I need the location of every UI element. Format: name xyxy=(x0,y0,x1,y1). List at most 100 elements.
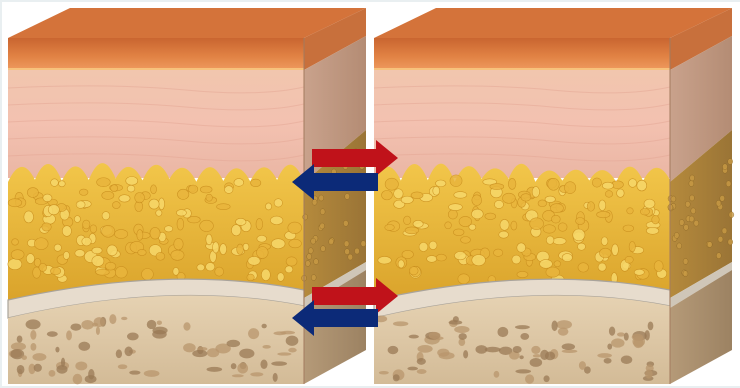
bone-trabecula xyxy=(26,319,41,329)
side-fat-cell xyxy=(308,248,313,254)
fat-cell xyxy=(485,213,496,220)
bone-trabecula xyxy=(96,327,100,335)
fat-cell xyxy=(433,186,440,195)
fat-cell xyxy=(644,199,655,208)
bone-trabecula xyxy=(237,363,248,374)
bone-trabecula xyxy=(17,365,25,374)
fat-cell xyxy=(402,250,413,258)
fat-cell xyxy=(206,194,213,201)
bone-trabecula xyxy=(543,375,549,382)
fat-cell xyxy=(617,189,625,197)
side-fat-cell xyxy=(343,220,348,226)
fat-cell xyxy=(629,179,637,188)
bone-trabecula xyxy=(617,332,625,336)
fat-cell xyxy=(156,252,165,260)
bone-trabecula xyxy=(449,320,463,324)
fat-cell xyxy=(39,263,47,271)
fat-cell xyxy=(74,216,80,223)
fat-cell xyxy=(265,203,271,210)
fat-cell xyxy=(578,263,589,272)
bone-trabecula xyxy=(407,367,418,371)
bone-trabecula xyxy=(127,332,139,340)
fat-cell xyxy=(382,190,393,200)
bone-trabecula xyxy=(579,361,586,370)
side-fat-cell xyxy=(354,248,359,254)
fat-cell xyxy=(654,261,663,272)
fat-cell xyxy=(177,189,188,199)
fat-cell xyxy=(171,250,184,260)
fat-cell xyxy=(206,263,215,271)
fat-cell xyxy=(151,185,157,194)
bone-trabecula xyxy=(34,364,42,372)
side-fat-cell xyxy=(307,254,312,260)
side-fat-cell xyxy=(720,195,725,201)
fat-cell xyxy=(403,216,410,225)
fat-cell xyxy=(546,236,554,244)
bone-trabecula xyxy=(17,335,23,342)
bone-trabecula xyxy=(183,322,190,331)
fat-cell xyxy=(96,269,110,275)
fat-cell xyxy=(405,227,419,234)
side-fat-cell xyxy=(728,159,733,165)
fat-cell xyxy=(231,225,241,236)
side-fat-cell xyxy=(345,249,350,255)
side-fat-cell xyxy=(671,196,676,202)
bone-trabecula xyxy=(32,353,46,361)
bone-trabecula xyxy=(78,342,90,351)
side-fat-cell xyxy=(345,193,350,199)
fat-cell xyxy=(83,220,90,229)
epidermis-layer xyxy=(8,38,304,70)
fat-cell xyxy=(92,247,102,254)
fat-cell xyxy=(63,251,69,259)
epidermis-layer xyxy=(374,38,670,70)
fat-cell xyxy=(24,211,34,223)
bone-trabecula xyxy=(277,352,291,355)
fat-cell xyxy=(445,222,452,229)
fat-cell xyxy=(90,225,97,233)
fat-cell xyxy=(286,257,297,266)
fat-cell xyxy=(512,255,521,264)
fat-cell xyxy=(42,223,52,231)
fat-cell xyxy=(135,192,145,202)
fat-cell xyxy=(288,222,302,233)
fat-cell xyxy=(105,262,116,270)
side-fat-cell xyxy=(320,209,325,215)
bone-trabecula xyxy=(262,324,267,329)
fat-cell xyxy=(562,254,572,262)
bone-trabecula xyxy=(260,360,267,369)
bone-trabecula xyxy=(47,331,58,337)
bone-trabecula xyxy=(30,343,36,351)
bone-trabecula xyxy=(558,327,569,335)
bone-trabecula xyxy=(604,358,612,364)
fat-cell xyxy=(508,178,516,189)
fat-cell xyxy=(92,255,104,266)
side-fat-cell xyxy=(311,238,316,244)
fat-cell xyxy=(79,189,88,195)
fat-cell xyxy=(429,241,437,250)
fat-cell xyxy=(592,178,601,187)
epidermis-top-face xyxy=(8,8,366,38)
fat-cell xyxy=(411,192,423,199)
fat-cell xyxy=(111,185,118,192)
fat-cell xyxy=(629,242,635,252)
side-fat-cell xyxy=(344,241,349,247)
bone-trabecula xyxy=(494,371,500,378)
fat-cell xyxy=(543,225,555,234)
fat-cell xyxy=(551,215,560,223)
fat-cell xyxy=(627,208,634,214)
bone-trabecula xyxy=(533,354,541,357)
side-fat-cell xyxy=(718,236,723,242)
fat-cell xyxy=(448,204,462,211)
fat-cell xyxy=(545,196,555,203)
bone-trabecula xyxy=(271,361,287,366)
bone-trabecula xyxy=(632,334,644,341)
bone-trabecula xyxy=(147,320,157,329)
fat-cell xyxy=(652,215,660,223)
fat-cell xyxy=(34,238,48,250)
fat-cell xyxy=(177,218,184,230)
fat-cell xyxy=(394,189,403,199)
fat-cell xyxy=(237,244,244,254)
fat-cell xyxy=(27,188,38,198)
fat-cell xyxy=(137,230,143,241)
bone-trabecula xyxy=(379,371,389,374)
